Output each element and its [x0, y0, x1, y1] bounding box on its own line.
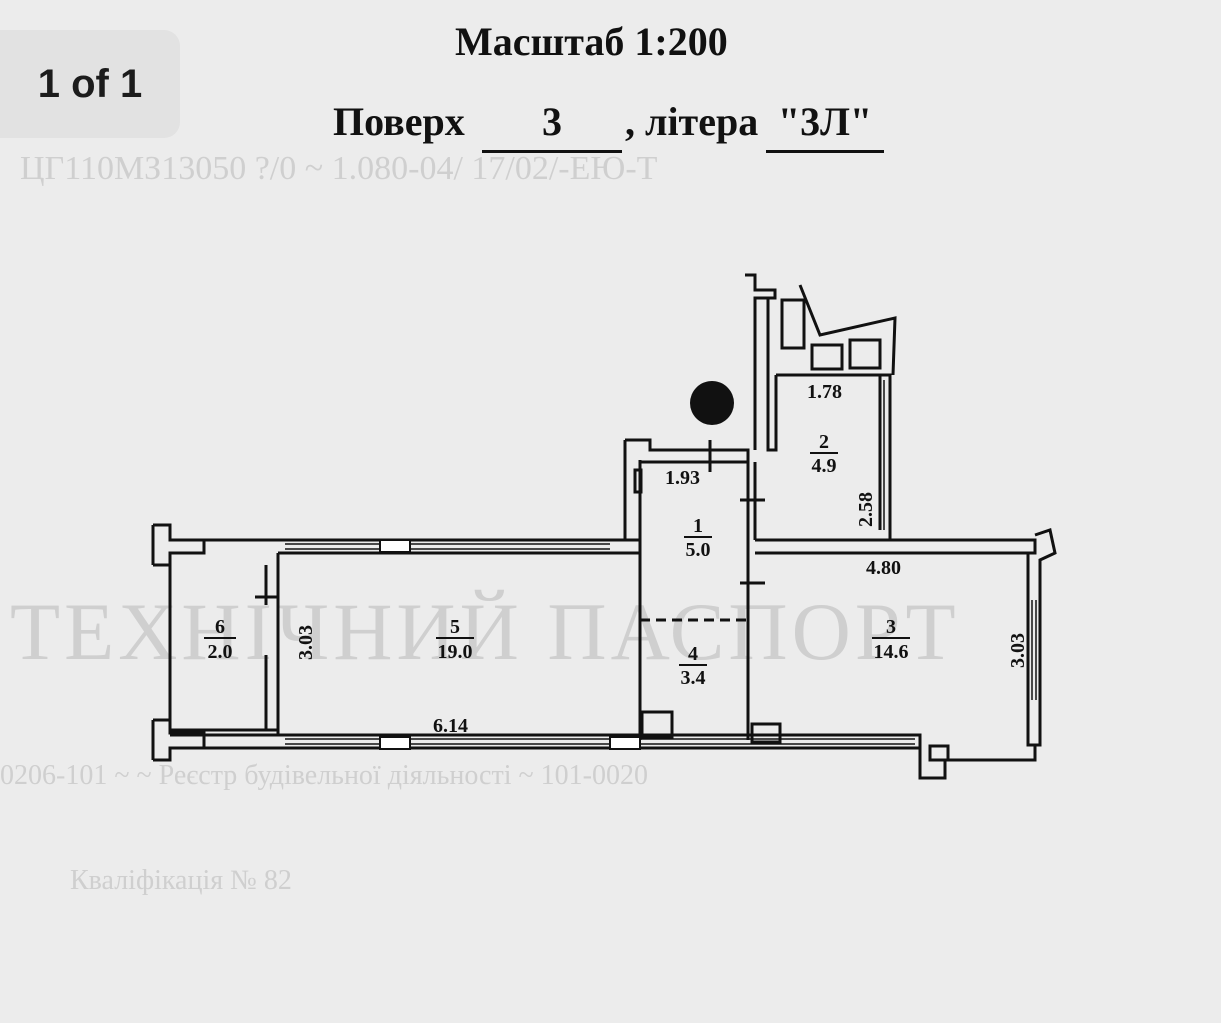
window [285, 543, 610, 550]
watermark-text: Кваліфікація № 82 [70, 865, 292, 896]
plan-wall [153, 718, 206, 762]
dimension-label: 1.78 [807, 381, 842, 403]
fixture [810, 343, 844, 371]
fixture [928, 744, 950, 762]
plan-wall [798, 284, 897, 376]
watermark-text: 0206-101 ~ ~ Реєстр будівельної діяльнос… [0, 760, 648, 791]
plan-wall [625, 438, 750, 464]
room-number: 5 [450, 616, 460, 638]
room-number: 3 [886, 616, 896, 638]
room-area: 5.0 [686, 539, 711, 561]
room-number: 2 [819, 431, 829, 453]
room-number: 1 [693, 515, 703, 537]
watermark-text: ЦГ110МЗ13050 ?/0 ~ 1.080-04/ 17/02/-ЕЮ-Т [20, 150, 658, 187]
plan-wall [766, 298, 778, 452]
plan-wall [1026, 528, 1057, 747]
fixture [780, 298, 806, 350]
fixture [633, 468, 643, 494]
plan-wall [776, 373, 892, 540]
dimension-label: 3.03 [295, 625, 317, 660]
room-area: 2.0 [208, 641, 233, 663]
plan-wall [170, 733, 922, 750]
scale-label: Масштаб 1:200 [455, 19, 728, 64]
window-frame [379, 539, 411, 553]
dimension-label: 1.93 [665, 467, 700, 489]
letter-value: "3Л" [766, 98, 884, 153]
room-area: 19.0 [438, 641, 473, 663]
watermark-text: ТЕХНІЧНИЙ ПАСПОРТ [10, 586, 960, 677]
window [285, 738, 915, 745]
room-area: 4.9 [812, 455, 837, 477]
plan-wall [745, 273, 777, 450]
dimension-label: 2.58 [855, 492, 877, 527]
plan-wall [623, 440, 642, 740]
window-frame [379, 736, 411, 750]
plan-wall [264, 553, 280, 735]
room-number: 6 [215, 616, 225, 638]
door-mark [255, 440, 765, 599]
plan-wall [153, 523, 206, 567]
room-area: 3.4 [681, 667, 706, 689]
window [883, 380, 1037, 700]
letter-label: , літера [625, 99, 759, 144]
dimension-label: 3.03 [1007, 633, 1029, 668]
room-area: 14.6 [874, 641, 909, 663]
redaction-mark [690, 381, 734, 425]
floor-value: 3 [482, 98, 622, 153]
page-counter-badge: 1 of 1 [0, 30, 180, 138]
plan-wall [918, 745, 1037, 780]
dimension-label: 4.80 [866, 557, 901, 579]
fixture [848, 338, 882, 370]
dimension-label: 6.14 [433, 715, 468, 737]
fixture [640, 710, 674, 740]
plan-partition [638, 580, 748, 622]
room-number: 4 [688, 643, 698, 665]
window-frame [609, 736, 641, 750]
floor-label: Поверх [333, 99, 465, 144]
plan-wall [168, 565, 278, 732]
fixture [750, 722, 782, 744]
plan-wall [746, 450, 757, 740]
plan-wall [755, 538, 1037, 555]
